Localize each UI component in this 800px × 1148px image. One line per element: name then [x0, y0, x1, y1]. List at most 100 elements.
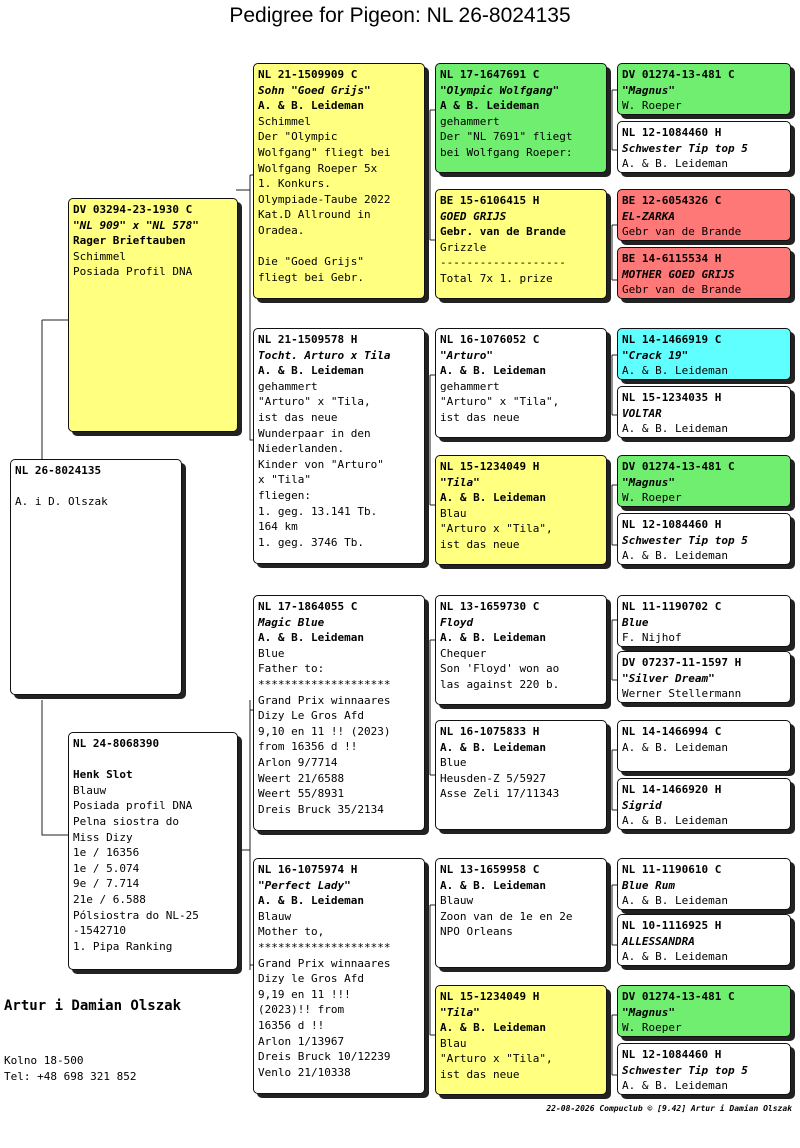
card-line: fliegen:: [258, 488, 311, 502]
card-line: [73, 752, 234, 768]
card-line: ist das neue: [440, 410, 520, 424]
card-line: Werner Stellermann: [622, 687, 742, 701]
pigeon-name: GOED GRIJS: [440, 209, 507, 223]
pedigree-card-g15: DV 01274-13-481 C"Magnus"W. Roeper: [617, 985, 791, 1037]
pigeon-name: "Tila": [440, 475, 480, 489]
card-line: W. Roeper: [622, 491, 682, 505]
card-line: 1e / 5.074: [73, 861, 140, 875]
card-line: Grizzle: [440, 240, 487, 254]
card-line: 9,10 en 11 !! (2023): [258, 724, 391, 738]
card-line: Chequer: [440, 646, 487, 660]
card-line: 1. Pipa Ranking: [73, 939, 173, 953]
card-line: Olympiade-Taube 2022: [258, 192, 391, 206]
pigeon-name: MOTHER GOED GRIJS: [622, 267, 735, 281]
card-line: A. & B. Leideman: [622, 894, 728, 908]
owner-phone: Tel: +48 698 321 852: [4, 1070, 137, 1083]
pigeon-name: Floyd: [440, 615, 474, 629]
card-line: 1. Konkurs.: [258, 177, 331, 191]
card-line: ist das neue: [440, 1067, 520, 1081]
ring-number: NL 15-1234049 H: [440, 990, 540, 1003]
card-line: Der "Olympic: [258, 130, 338, 144]
ring-number: NL 14-1466919 C: [622, 333, 722, 346]
card-line: -1542710: [73, 924, 126, 938]
card-line: A. & B. Leideman: [440, 878, 546, 892]
card-line: Son 'Floyd' won ao: [440, 662, 560, 676]
card-line: [258, 239, 421, 255]
card-line: "Arturo" x "Tila",: [440, 395, 560, 409]
card-line: (2023)!! from: [258, 1003, 345, 1017]
card-line: fliegt bei Gebr.: [258, 270, 364, 284]
card-line: W. Roeper: [622, 1021, 682, 1035]
ring-number: NL 12-1084460 H: [622, 518, 722, 531]
card-line: Weert 21/6588: [258, 771, 345, 785]
card-line: bei Wolfgang Roeper:: [440, 145, 573, 159]
card-line: Blau: [440, 506, 467, 520]
card-line: las against 220 b.: [440, 677, 560, 691]
card-line: A. & B. Leideman: [622, 740, 728, 754]
pigeon-name: EL-ZARKA: [622, 209, 675, 223]
pigeon-name: "Perfect Lady": [258, 878, 351, 892]
card-line: Niederlanden.: [258, 442, 345, 456]
card-line: Total 7x 1. prize: [440, 271, 553, 285]
pigeon-name: Schwester Tip top 5: [622, 533, 748, 547]
card-line: from 16356 d !!: [258, 740, 358, 754]
card-line: Dreis Bruck 35/2134: [258, 802, 384, 816]
pedigree-card-dd: NL 16-1075974 H"Perfect Lady"A. & B. Lei…: [253, 858, 425, 1094]
card-line: Father to:: [258, 662, 325, 676]
ring-number: NL 12-1084460 H: [622, 126, 722, 139]
card-line: Schimmel: [258, 114, 311, 128]
card-line: Pólsiostra do NL-25: [73, 908, 199, 922]
ring-number: DV 01274-13-481 C: [622, 460, 735, 473]
card-line: x "Tila": [258, 473, 311, 487]
pigeon-name: "Magnus": [622, 83, 675, 97]
card-line: Rager Brieftauben: [73, 234, 186, 248]
card-line: Wolfgang" fliegt bei: [258, 145, 391, 159]
card-line: Dreis Bruck 10/12239: [258, 1050, 391, 1064]
card-line: Grand Prix winnaares: [258, 956, 391, 970]
card-line: Der "NL 7691" fliegt: [440, 130, 573, 144]
card-line: A. & B. Leideman: [622, 364, 728, 378]
pigeon-name: Blue Rum: [622, 878, 675, 892]
pigeon-name: VOLTAR: [622, 406, 662, 420]
ring-number: DV 03294-23-1930 C: [73, 203, 193, 216]
ring-number: NL 17-1647691 C: [440, 68, 540, 81]
card-line: Gebr van de Brande: [622, 283, 742, 297]
card-line: Blauw: [440, 894, 474, 908]
pedigree-card-g10: DV 07237-11-1597 H"Silver Dream"Werner S…: [617, 651, 791, 703]
card-line: Blau: [440, 1036, 467, 1050]
ring-number: NL 12-1084460 H: [622, 1048, 722, 1061]
card-line: "Arturo x "Tila",: [440, 1052, 553, 1066]
owner-address-block: Kolno 18-500 Tel: +48 698 321 852: [4, 1053, 136, 1085]
pedigree-card-sss: NL 17-1647691 C"Olympic Wolfgang"A & B. …: [435, 63, 607, 173]
card-line: Mother to,: [258, 925, 325, 939]
pigeon-name: Blue: [622, 615, 649, 629]
card-line: Gebr van de Brande: [622, 225, 742, 239]
card-line: Weert 55/8931: [258, 787, 345, 801]
card-line: Oradea.: [258, 223, 305, 237]
ring-number: NL 17-1864055 C: [258, 600, 358, 613]
ring-number: NL 16-1076052 C: [440, 333, 540, 346]
footer-credits: 22-08-2026 Compuclub © [9.42] Artur i Da…: [546, 1104, 792, 1113]
ring-number: NL 21-1509909 C: [258, 68, 358, 81]
card-line: A. & B. Leideman: [440, 740, 546, 754]
pigeon-name: "Olympic Wolfgang": [440, 83, 560, 97]
card-line: Miss Dizy: [73, 830, 133, 844]
card-line: 1. geg. 13.141 Tb.: [258, 504, 378, 518]
ring-number: NL 16-1075974 H: [258, 863, 358, 876]
card-line: ist das neue: [440, 537, 520, 551]
ring-number: DV 01274-13-481 C: [622, 68, 735, 81]
card-line: Blauw: [73, 783, 107, 797]
ring-number: BE 15-6106415 H: [440, 194, 540, 207]
card-line: gehammert: [258, 379, 318, 393]
ring-number: NL 11-1190702 C: [622, 600, 722, 613]
